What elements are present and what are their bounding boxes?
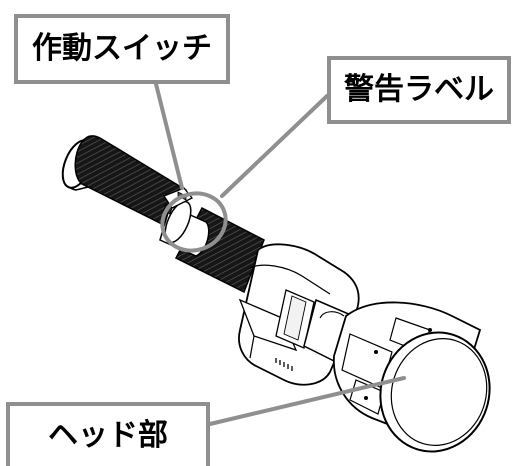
- head-unit: [333, 301, 491, 453]
- warning-label-circle: [160, 191, 228, 253]
- operation-switch-label: 作動スイッチ: [32, 31, 212, 66]
- warning-leader-line: [220, 94, 329, 198]
- warning-label-callout: 警告ラベル: [327, 56, 511, 124]
- leader-lines: [154, 82, 406, 426]
- warning-label-text: 警告ラベル: [344, 72, 494, 107]
- head-section-callout: ヘッド部: [6, 402, 210, 466]
- vent-slots: [275, 358, 293, 371]
- operation-switch-callout: 作動スイッチ: [14, 14, 230, 84]
- head-section-label: ヘッド部: [48, 418, 168, 453]
- head-leader-line: [208, 376, 406, 426]
- switch-leader-line: [154, 82, 184, 190]
